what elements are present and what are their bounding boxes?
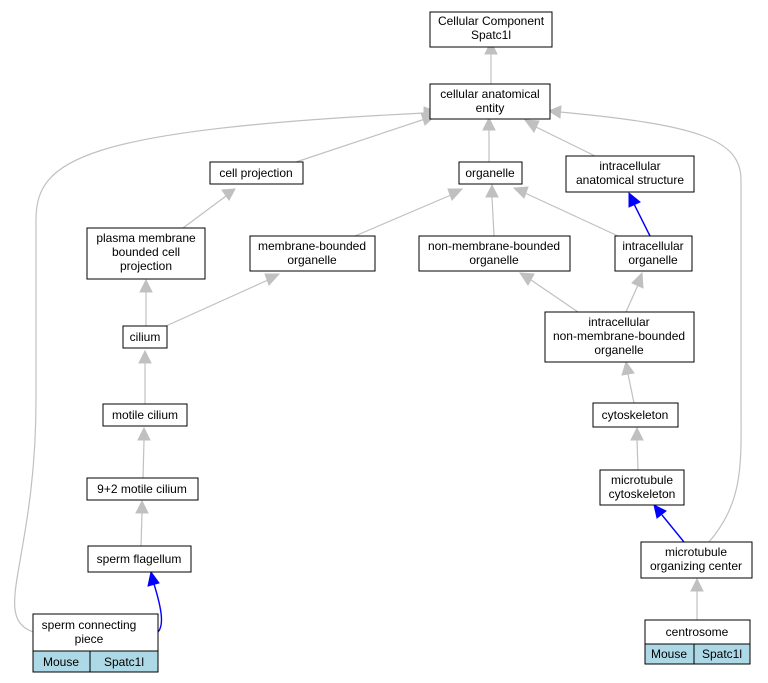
node-line: cilium: [130, 330, 161, 344]
annotation-species: Mouse: [43, 655, 79, 669]
node-intracellular-non-membrane-bounded-organelle[interactable]: intracellular non-membrane-bounded organ…: [544, 311, 695, 363]
node-line: plasma membrane: [96, 231, 196, 245]
node-9plus2-motile-cilium[interactable]: 9+2 motile cilium: [86, 477, 199, 501]
edge-inmbo-to-nmbo: [519, 272, 579, 313]
node-cilium[interactable]: cilium: [122, 325, 168, 349]
edge-cellproj-to-cae: [295, 112, 438, 163]
node-line: non-membrane-bounded: [428, 239, 560, 253]
node-cellular-component-root[interactable]: Cellular Component Spatc1l: [429, 11, 553, 48]
node-line: entity: [476, 101, 505, 115]
node-line: organelle: [465, 166, 515, 180]
edge-ninep2-to-motile: [137, 426, 151, 479]
node-intracellular-organelle[interactable]: intracellular organelle: [614, 235, 693, 272]
edge-cilium-to-pmbcp: [139, 278, 153, 326]
node-line: piece: [75, 632, 104, 646]
node-sperm-flagellum[interactable]: sperm flagellum: [87, 545, 192, 573]
node-line: cellular anatomical: [440, 87, 539, 101]
node-line: intracellular: [588, 315, 649, 329]
node-cell-projection[interactable]: cell projection: [209, 161, 304, 185]
node-motile-cilium[interactable]: motile cilium: [102, 403, 188, 427]
node-line: microtubule: [611, 473, 673, 487]
node-microtubule-organizing-center[interactable]: microtubule organizing center: [640, 541, 753, 579]
node-line: intracellular: [599, 159, 660, 173]
node-line: organelle: [469, 253, 519, 267]
node-line: cytoskeleton: [609, 487, 676, 501]
edge-mtoc-partof-mtcyto: [653, 504, 685, 543]
annotation-scp: Mouse Spatc1l: [32, 650, 159, 673]
edge-mbo-to-organelle: [354, 188, 464, 237]
edge-mtcyto-to-cytoskeleton: [630, 426, 644, 471]
edge-ias-to-cae: [523, 119, 596, 157]
node-line: organizing center: [650, 559, 742, 573]
edge-pmbcp-to-cellproj: [182, 188, 236, 229]
edge-mtoc-to-cae: [547, 105, 742, 543]
node-line: Spatc1l: [471, 28, 511, 42]
node-line: bounded cell: [112, 245, 180, 259]
node-cellular-anatomical-entity[interactable]: cellular anatomical entity: [429, 83, 551, 120]
node-line: organelle: [287, 253, 337, 267]
node-line: cell projection: [219, 166, 292, 180]
node-line: cytoskeleton: [602, 408, 669, 422]
edge-scp-to-cae: [14, 106, 439, 633]
node-line: organelle: [594, 343, 644, 357]
node-microtubule-cytoskeleton[interactable]: microtubule cytoskeleton: [599, 469, 685, 506]
node-membrane-bounded-organelle[interactable]: membrane-bounded organelle: [249, 235, 376, 272]
node-line: centrosome: [666, 625, 729, 639]
edge-inmbo-to-io: [625, 271, 644, 313]
edge-nmbo-to-organelle: [485, 183, 499, 237]
node-line: motile cilium: [112, 408, 178, 422]
node-line: sperm flagellum: [97, 552, 182, 566]
edge-cilium-to-mbo: [165, 273, 281, 327]
node-organelle[interactable]: organelle: [458, 161, 523, 185]
node-line: projection: [120, 259, 172, 273]
edge-io-to-organelle: [512, 186, 619, 237]
node-cytoskeleton[interactable]: cytoskeleton: [592, 402, 679, 428]
edge-organelle-to-cae: [482, 116, 496, 162]
node-line: sperm connecting: [42, 618, 137, 632]
annotation-gene: Spatc1l: [702, 647, 742, 661]
node-intracellular-anatomical-structure[interactable]: intracellular anatomical structure: [565, 155, 695, 193]
edge-motile-to-cilium: [138, 349, 152, 404]
annotation-cell: [89, 650, 159, 673]
node-line: Cellular Component: [438, 14, 545, 28]
annotation-cell: [693, 643, 751, 665]
node-plasma-membrane-bounded-cell-projection[interactable]: plasma membrane bounded cell projection: [86, 227, 206, 280]
node-line: 9+2 motile cilium: [97, 482, 187, 496]
annotation-species: Mouse: [651, 647, 687, 661]
node-line: membrane-bounded: [258, 239, 366, 253]
node-centrosome[interactable]: centrosome: [644, 619, 751, 645]
node-sperm-connecting-piece[interactable]: sperm connecting piece: [32, 613, 159, 652]
node-non-membrane-bounded-organelle[interactable]: non-membrane-bounded organelle: [418, 235, 571, 272]
node-line: microtubule: [665, 545, 727, 559]
edge-centrosome-to-mtoc: [690, 577, 704, 620]
edge-io-partof-ias: [628, 191, 651, 237]
annotation-gene: Spatc1l: [104, 655, 144, 669]
node-line: anatomical structure: [576, 173, 684, 187]
edge-scp-partof-flagellum: [147, 570, 163, 633]
annotation-centrosome: Mouse Spatc1l: [644, 643, 751, 665]
node-line: non-membrane-bounded: [553, 329, 685, 343]
edge-flagellum-to-ninep2: [135, 499, 149, 547]
edge-cytoskeleton-to-inmbo: [621, 360, 635, 404]
node-line: organelle: [628, 253, 678, 267]
edge-cae-to-root: [484, 40, 498, 84]
node-line: intracellular: [622, 239, 683, 253]
